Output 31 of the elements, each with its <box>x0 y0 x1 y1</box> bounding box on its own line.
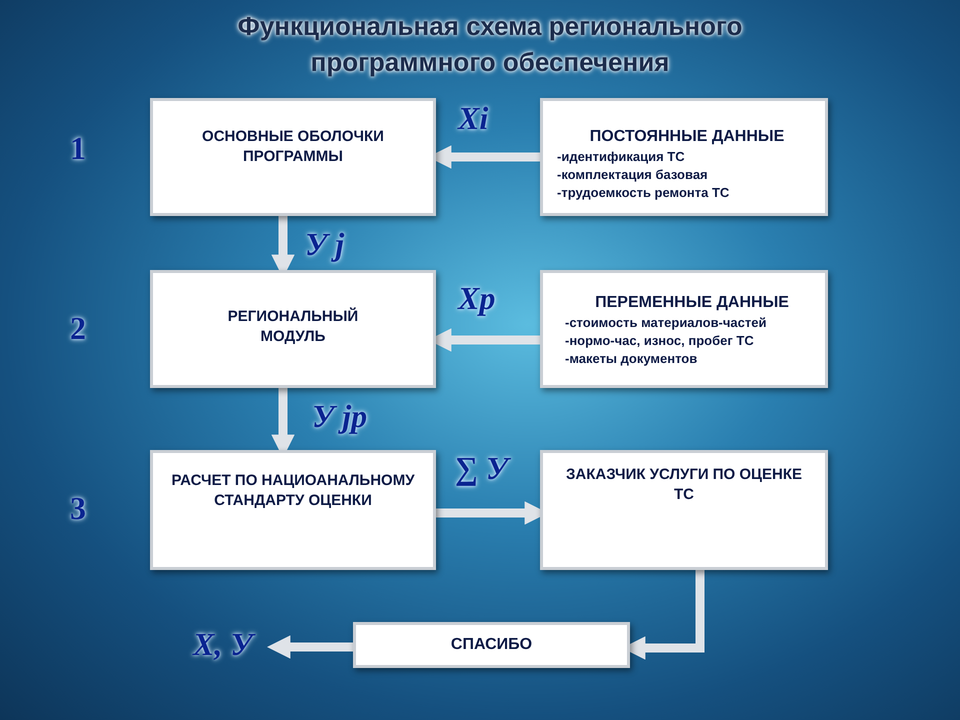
list-item: -идентификация ТС <box>557 148 685 166</box>
process-box <box>540 450 828 570</box>
process-box <box>150 98 436 216</box>
row-number: 2 <box>70 310 86 347</box>
box-heading: СПАСИБО <box>450 635 532 655</box>
process-box <box>150 270 436 388</box>
list-item: -комплектация базовая <box>557 166 708 184</box>
edge-label: Xp <box>458 280 496 317</box>
process-box <box>353 622 630 668</box>
list-item: -трудоемкость ремонта ТС <box>557 184 730 202</box>
edge-label: ∑ У <box>455 450 508 487</box>
list-item: -макеты документов <box>565 350 698 368</box>
row-number: 1 <box>70 130 86 167</box>
edge-label: У jp <box>312 398 368 435</box>
list-item: -нормо-час, износ, пробег ТС <box>565 332 754 350</box>
box-heading: ЗАКАЗЧИК УСЛУГИ ПО ОЦЕНКЕ ТС <box>564 465 804 504</box>
box-heading: ПЕРЕМЕННЫЕ ДАННЫЕ <box>595 293 789 313</box>
title: Функциональная схема регионального программного обеспечения <box>236 10 744 79</box>
edge-label: У j <box>305 226 344 263</box>
box-heading: РАСЧЕТ ПО НАЦИОАНАЛЬНОМУ СТАНДАРТУ ОЦЕНКИ <box>170 471 416 510</box>
box-heading: РЕГИОНАЛЬНЫЙ МОДУЛЬ <box>226 307 360 346</box>
list-item: -стоимость материалов-частей <box>565 314 766 332</box>
process-box <box>150 450 436 570</box>
box-heading: ОСНОВНЫЕ ОБОЛОЧКИ ПРОГРАММЫ <box>201 127 385 166</box>
output-label: X, У <box>193 626 253 663</box>
process-box <box>540 270 828 388</box>
process-box <box>540 98 828 216</box>
arrow <box>266 635 353 659</box>
row-number: 3 <box>70 490 86 527</box>
edge-label: Xi <box>458 100 488 137</box>
box-heading: ПОСТОЯННЫЕ ДАННЫЕ <box>590 127 784 147</box>
